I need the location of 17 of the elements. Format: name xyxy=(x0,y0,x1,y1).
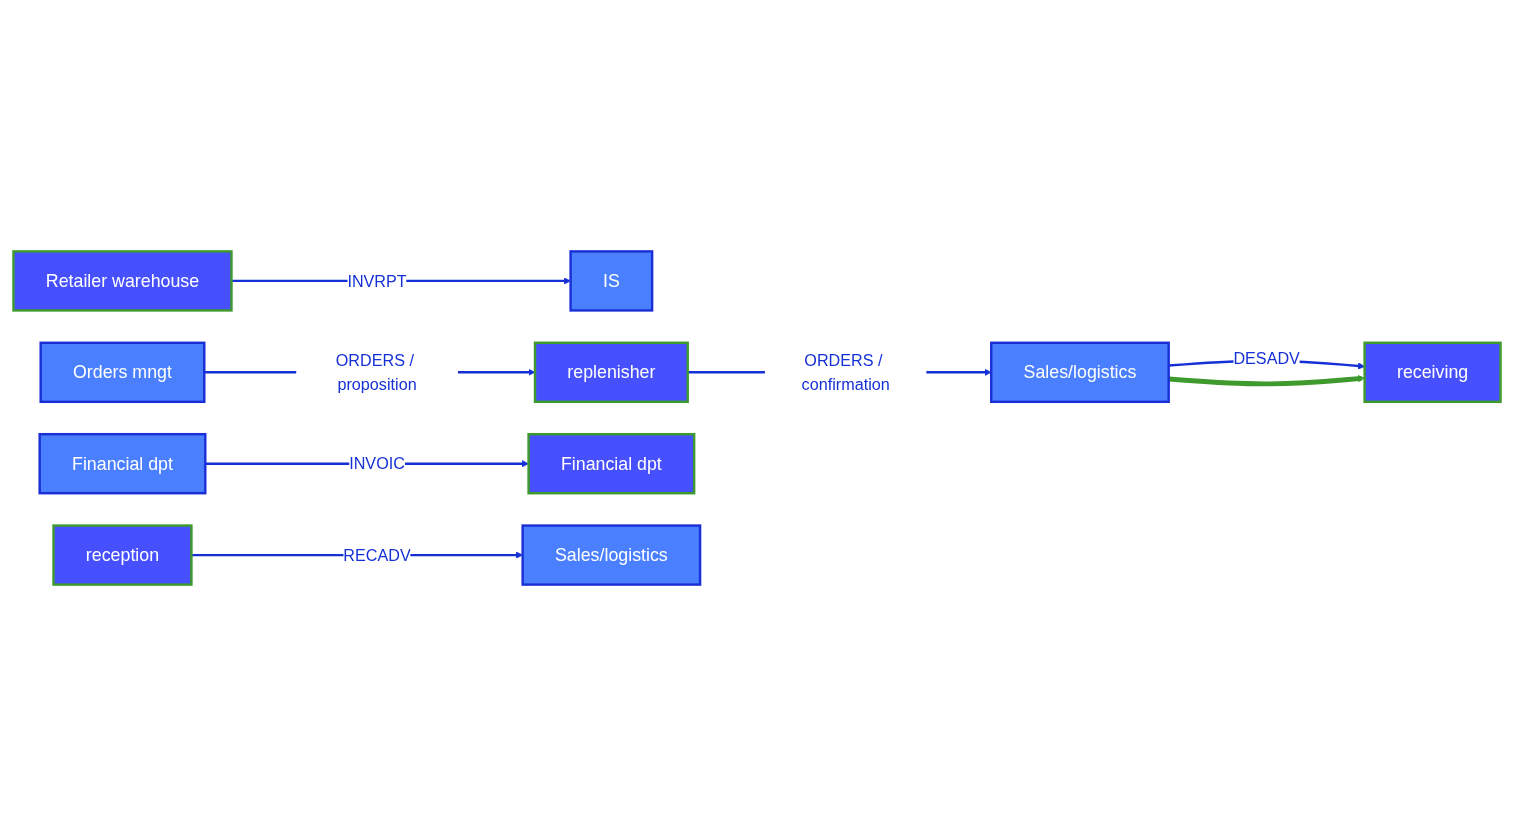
node-box: reception xyxy=(51,524,193,586)
edge-label: RECADV xyxy=(342,546,411,564)
arrow xyxy=(1168,375,1365,387)
node-box: receiving xyxy=(1362,341,1502,404)
edge-label: ORDERS / confirmation xyxy=(801,351,890,394)
edge-label: DESADV xyxy=(1232,349,1300,368)
node-box: Financial dpt xyxy=(37,432,206,495)
edge-label: ORDERS / proposition xyxy=(335,351,417,394)
node-box: Retailer warehouse xyxy=(11,250,233,312)
edge-label: INVRPT xyxy=(346,272,407,290)
node-box: IS xyxy=(568,250,653,312)
node-box: Financial dpt xyxy=(526,432,695,495)
edge-label: INVOIC xyxy=(348,454,405,473)
node-box: replenisher xyxy=(533,341,689,404)
node-box: Orders mngt xyxy=(38,341,205,404)
node-box: Sales/logistics xyxy=(520,524,701,586)
node-box: Sales/logistics xyxy=(989,341,1170,404)
